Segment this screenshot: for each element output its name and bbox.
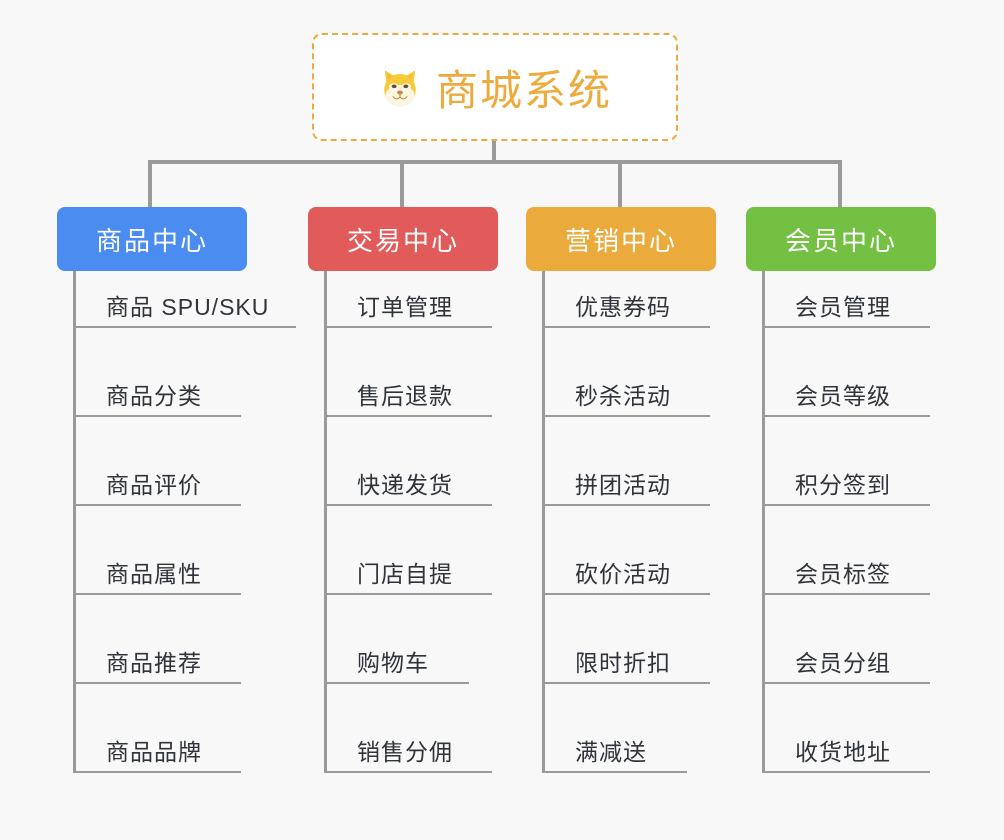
- list-item[interactable]: 会员标签: [765, 506, 930, 595]
- column-trade-center: 交易中心 订单管理 售后退款 快递发货 门店自提 购物车 销售分佣: [308, 207, 498, 773]
- list-item[interactable]: 销售分佣: [327, 684, 492, 773]
- column-header-member-center[interactable]: 会员中心: [746, 207, 936, 271]
- column-marketing-center: 营销中心 优惠券码 秒杀活动 拼团活动 砍价活动 限时折扣 满减送: [526, 207, 716, 773]
- list-item[interactable]: 门店自提: [327, 506, 492, 595]
- list-item[interactable]: 商品推荐: [76, 595, 241, 684]
- list-item[interactable]: 会员等级: [765, 328, 930, 417]
- column-items-trade-center: 订单管理 售后退款 快递发货 门店自提 购物车 销售分佣: [324, 271, 498, 773]
- connector-horizontal-bar: [148, 160, 842, 164]
- column-items-marketing-center: 优惠券码 秒杀活动 拼团活动 砍价活动 限时折扣 满减送: [542, 271, 716, 773]
- list-item[interactable]: 售后退款: [327, 328, 492, 417]
- list-item[interactable]: 商品品牌: [76, 684, 241, 773]
- connector-drop-3: [618, 160, 622, 207]
- column-items-product-center: 商品 SPU/SKU 商品分类 商品评价 商品属性 商品推荐 商品品牌: [73, 271, 296, 773]
- list-item[interactable]: 满减送: [545, 684, 687, 773]
- column-header-label: 交易中心: [346, 225, 459, 256]
- list-item[interactable]: 砍价活动: [545, 506, 710, 595]
- list-item[interactable]: 限时折扣: [545, 595, 710, 684]
- list-item[interactable]: 收货地址: [765, 684, 930, 773]
- column-header-label: 营销中心: [564, 225, 677, 256]
- column-header-marketing-center[interactable]: 营销中心: [526, 207, 716, 271]
- list-item[interactable]: 会员管理: [765, 271, 930, 328]
- root-node-title: 商城系统: [435, 66, 612, 114]
- list-item[interactable]: 商品分类: [76, 328, 241, 417]
- column-member-center: 会员中心 会员管理 会员等级 积分签到 会员标签 会员分组 收货地址: [746, 207, 936, 773]
- connector-root-stem: [492, 141, 496, 164]
- list-item[interactable]: 秒杀活动: [545, 328, 710, 417]
- list-item[interactable]: 拼团活动: [545, 417, 710, 506]
- column-header-product-center[interactable]: 商品中心: [57, 207, 247, 271]
- connector-drop-1: [148, 160, 152, 207]
- list-item[interactable]: 订单管理: [327, 271, 492, 328]
- column-product-center: 商品中心 商品 SPU/SKU 商品分类 商品评价 商品属性 商品推荐 商品品牌: [57, 207, 296, 773]
- list-item[interactable]: 快递发货: [327, 417, 492, 506]
- column-header-label: 商品中心: [95, 225, 208, 256]
- connector-drop-4: [838, 160, 842, 207]
- list-item[interactable]: 积分签到: [765, 417, 930, 506]
- root-node-mall-system[interactable]: 商城系统: [312, 33, 678, 141]
- list-item[interactable]: 优惠券码: [545, 271, 710, 328]
- list-item[interactable]: 商品评价: [76, 417, 241, 506]
- list-item[interactable]: 会员分组: [765, 595, 930, 684]
- column-header-label: 会员中心: [784, 225, 897, 256]
- column-header-trade-center[interactable]: 交易中心: [308, 207, 498, 271]
- list-item[interactable]: 购物车: [327, 595, 469, 684]
- list-item[interactable]: 商品 SPU/SKU: [76, 271, 296, 328]
- list-item[interactable]: 商品属性: [76, 506, 241, 595]
- connector-drop-2: [400, 160, 404, 207]
- shiba-dog-face-icon: [378, 65, 422, 109]
- column-items-member-center: 会员管理 会员等级 积分签到 会员标签 会员分组 收货地址: [762, 271, 936, 773]
